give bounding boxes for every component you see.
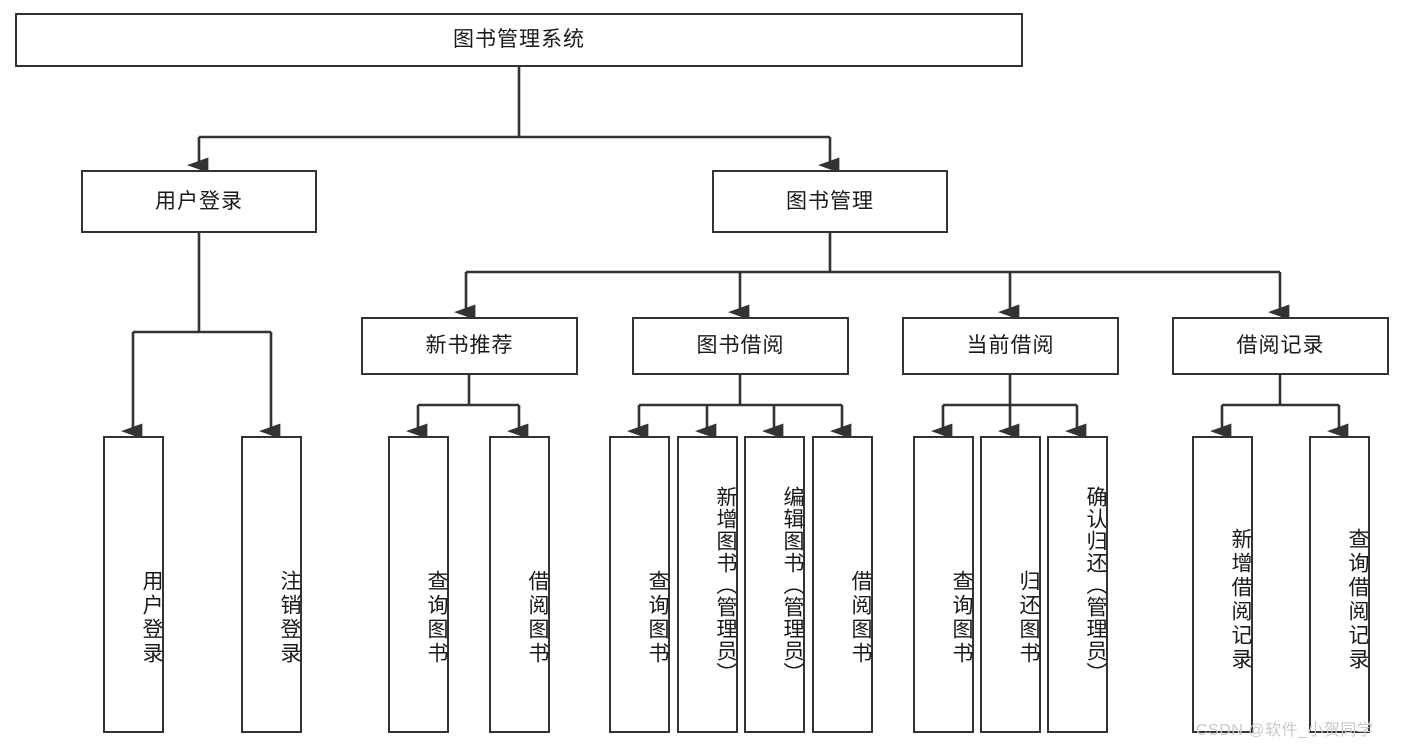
leaf-user-login-1[interactable]: 用户登录 — [103, 436, 164, 733]
node-book-borrow-label: 图书借阅 — [696, 334, 785, 358]
leaf-new-book-rec-1[interactable]: 查询图书 — [388, 436, 449, 733]
leaf-current-borrow-2[interactable]: 归还图书 — [980, 436, 1041, 733]
leaf-current-borrow-1[interactable]: 查询图书 — [913, 436, 974, 733]
leaf-borrow-record-1-label: 新增借阅记录 — [1229, 527, 1252, 672]
leaf-user-login-2[interactable]: 注销登录 — [241, 436, 302, 733]
leaf-book-borrow-1[interactable]: 查询图书 — [609, 436, 670, 733]
node-book-manage-label: 图书管理 — [786, 189, 874, 213]
node-book-manage[interactable]: 图书管理 — [712, 170, 948, 233]
leaf-current-borrow-2-label: 归还图书 — [1017, 569, 1040, 666]
node-book-borrow[interactable]: 图书借阅 — [632, 317, 849, 375]
node-root[interactable]: 图书管理系统 — [15, 13, 1023, 67]
node-current-borrow[interactable]: 当前借阅 — [902, 317, 1119, 375]
node-borrow-record-label: 借阅记录 — [1236, 334, 1325, 358]
leaf-borrow-record-2[interactable]: 查询借阅记录 — [1309, 436, 1370, 733]
leaf-new-book-rec-2[interactable]: 借阅图书 — [489, 436, 550, 733]
leaf-book-borrow-2-label: 新增图书（管理员） — [714, 485, 737, 684]
node-root-label: 图书管理系统 — [453, 28, 585, 52]
leaf-current-borrow-1-label: 查询图书 — [950, 569, 973, 666]
node-user-login-label: 用户登录 — [155, 189, 243, 213]
leaf-user-login-1-label: 用户登录 — [140, 569, 163, 666]
leaf-new-book-rec-1-label: 查询图书 — [425, 569, 448, 666]
node-new-book-rec[interactable]: 新书推荐 — [361, 317, 578, 375]
leaf-current-borrow-3[interactable]: 确认归还（管理员） — [1047, 436, 1108, 733]
leaf-borrow-record-2-label: 查询借阅记录 — [1346, 527, 1369, 672]
node-user-login[interactable]: 用户登录 — [81, 170, 317, 233]
leaf-book-borrow-4[interactable]: 借阅图书 — [812, 436, 873, 733]
leaf-borrow-record-1[interactable]: 新增借阅记录 — [1192, 436, 1253, 733]
leaf-new-book-rec-2-label: 借阅图书 — [526, 569, 549, 666]
leaf-book-borrow-3-label: 编辑图书（管理员） — [781, 485, 804, 684]
node-current-borrow-label: 当前借阅 — [966, 334, 1055, 358]
leaf-book-borrow-2[interactable]: 新增图书（管理员） — [677, 436, 738, 733]
leaf-book-borrow-3[interactable]: 编辑图书（管理员） — [744, 436, 805, 733]
leaf-current-borrow-3-label: 确认归还（管理员） — [1084, 485, 1107, 684]
leaf-book-borrow-1-label: 查询图书 — [646, 569, 669, 666]
leaf-book-borrow-4-label: 借阅图书 — [849, 569, 872, 666]
node-new-book-rec-label: 新书推荐 — [425, 334, 514, 358]
leaf-user-login-2-label: 注销登录 — [278, 569, 301, 666]
node-borrow-record[interactable]: 借阅记录 — [1172, 317, 1389, 375]
